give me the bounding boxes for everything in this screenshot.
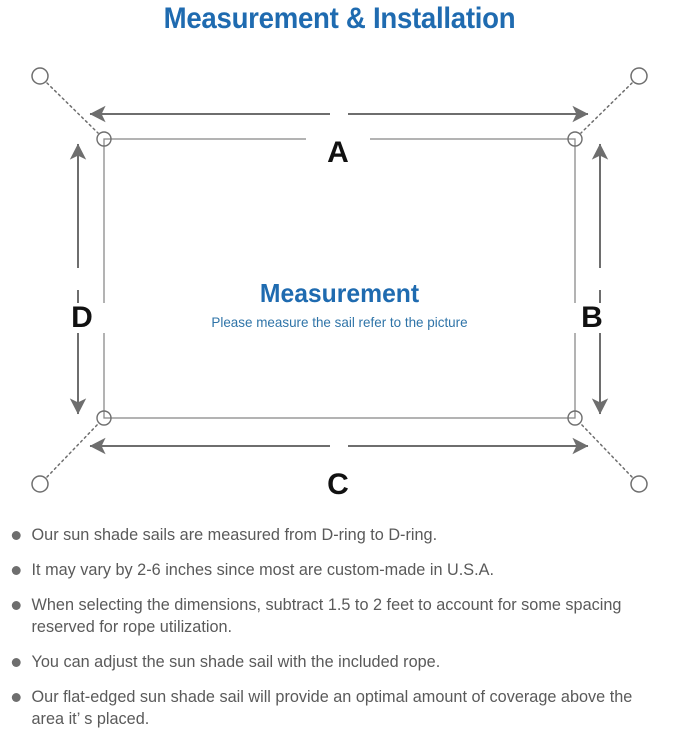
dimension-label-a: A [306, 138, 370, 168]
list-item: Our flat-edged sun shade sail will provi… [0, 686, 669, 730]
bullet-dot-icon [11, 531, 21, 540]
dimension-label-c: C [306, 470, 370, 500]
list-item-text: It may vary by 2-6 inches since most are… [31, 561, 494, 579]
bullet-dot-icon [11, 566, 21, 575]
list-item: When selecting the dimensions, subtract … [0, 594, 669, 638]
shade-sail-measurement-diagram: Measurement Please measure the sail refe… [0, 40, 679, 520]
list-item: You can adjust the sun shade sail with t… [0, 651, 669, 673]
diagram-svg [31, 67, 648, 493]
page-title: Measurement & Installation [163, 2, 516, 35]
dimension-label-b: B [562, 303, 622, 333]
d-ring-top-left [96, 131, 112, 147]
d-ring-bottom-left [96, 410, 112, 426]
anchor-point-top-right [630, 67, 648, 85]
list-item-text: Our flat-edged sun shade sail will provi… [31, 688, 633, 728]
list-item-text: Our sun shade sails are measured from D-… [31, 526, 438, 544]
list-item-text: When selecting the dimensions, subtract … [31, 596, 622, 636]
rope-top-left [46, 82, 99, 134]
rope-bottom-right [580, 423, 633, 478]
dimension-label-d: D [52, 303, 112, 333]
bullet-dot-icon [11, 693, 21, 702]
list-item-text: You can adjust the sun shade sail with t… [31, 653, 441, 671]
anchor-point-bottom-right [630, 475, 648, 493]
bullet-dot-icon [11, 658, 21, 667]
rope-bottom-left [46, 423, 99, 478]
list-item: Our sun shade sails are measured from D-… [0, 524, 669, 546]
rope-top-right [580, 82, 633, 134]
anchor-point-bottom-left [31, 475, 49, 493]
d-ring-bottom-right [567, 410, 583, 426]
d-ring-top-right [567, 131, 583, 147]
list-item: It may vary by 2-6 inches since most are… [0, 559, 669, 581]
notes-list: Our sun shade sails are measured from D-… [0, 524, 679, 743]
bullet-dot-icon [11, 601, 21, 610]
sail-rectangle [103, 138, 576, 419]
anchor-point-top-left [31, 67, 49, 85]
